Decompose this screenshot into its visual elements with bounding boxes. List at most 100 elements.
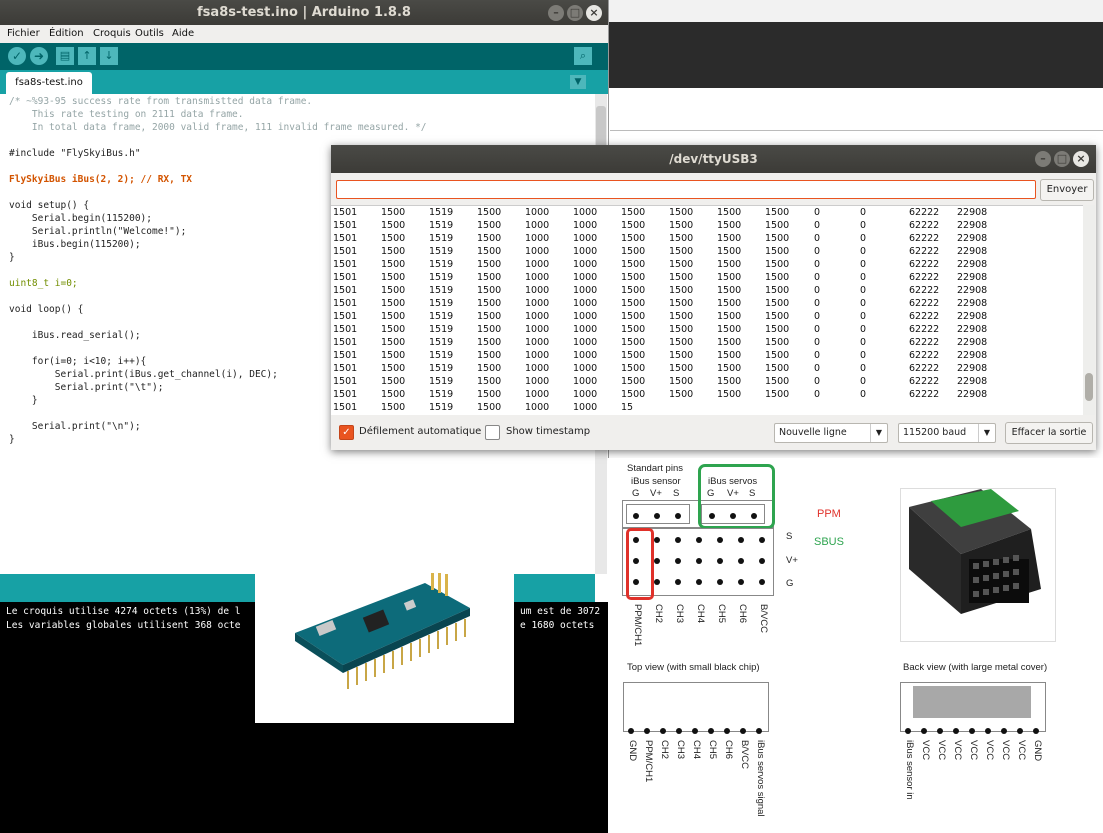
menu-aide[interactable]: Aide	[172, 28, 195, 39]
menu-outils[interactable]: Outils	[135, 28, 164, 39]
ibus-servos-label: iBus servos	[708, 476, 758, 487]
minimize-icon[interactable]: –	[548, 5, 564, 21]
serial-value: 62222	[909, 363, 940, 374]
serial-value: 22908	[957, 337, 988, 348]
close-icon[interactable]: ×	[586, 5, 602, 21]
serial-value: 22908	[957, 259, 988, 270]
serial-value: 1000	[525, 337, 550, 348]
serial-value: 1500	[669, 259, 694, 270]
minimize-icon[interactable]: –	[1035, 151, 1051, 167]
back-view-pin-dot	[953, 728, 959, 734]
serial-value: 1000	[525, 285, 550, 296]
pin-s-label: S	[673, 488, 680, 499]
code-line: /* ~%93-95 success rate from transmistte…	[9, 96, 313, 107]
code-line: }	[9, 252, 15, 263]
send-button[interactable]: Envoyer	[1040, 179, 1094, 201]
close-icon[interactable]: ×	[1073, 151, 1089, 167]
serial-value: 1000	[573, 311, 598, 322]
serial-value: 1500	[669, 363, 694, 374]
verify-icon[interactable]: ✓	[8, 47, 26, 65]
serial-value: 1519	[429, 259, 454, 270]
serial-value: 1500	[477, 220, 502, 231]
pin-dot	[696, 537, 702, 543]
code-line: Serial.print(iBus.get_channel(i), DEC);	[9, 369, 278, 380]
maximize-icon[interactable]: □	[1054, 151, 1070, 167]
serial-value: 22908	[957, 246, 988, 257]
top-view-pin-label: CH6	[723, 740, 734, 760]
serial-titlebar[interactable]	[331, 145, 1096, 173]
serial-value: 1000	[525, 389, 550, 400]
serial-value: 1501	[333, 285, 358, 296]
top-view-pin-dot	[644, 728, 650, 734]
serial-value: 1500	[621, 324, 646, 335]
menu-fichier[interactable]: Fichier	[7, 28, 40, 39]
serial-value: 1500	[717, 337, 742, 348]
back-view-pin-label: VCC	[936, 740, 947, 761]
serial-scrollbar[interactable]	[1083, 205, 1095, 415]
clear-output-button[interactable]: Effacer la sortie	[1005, 422, 1093, 444]
serial-value: 62222	[909, 272, 940, 283]
open-file-icon[interactable]: ↑	[78, 47, 96, 65]
serial-value: 1500	[669, 220, 694, 231]
serial-value: 1000	[573, 350, 598, 361]
serial-value: 1000	[573, 376, 598, 387]
pin-dot	[654, 558, 660, 564]
serial-value: 1500	[621, 207, 646, 218]
timestamp-checkbox[interactable]	[485, 425, 500, 440]
upload-icon[interactable]: ➜	[30, 47, 48, 65]
back-view-pin-label: VCC	[1000, 740, 1011, 761]
serial-value: 1500	[669, 207, 694, 218]
line-ending-select[interactable]: Nouvelle ligne ▼	[774, 423, 888, 443]
ide-titlebar[interactable]	[0, 0, 608, 25]
serial-value: 0	[860, 363, 867, 374]
serial-value: 1500	[621, 233, 646, 244]
pin-dot	[633, 537, 639, 543]
serial-output[interactable]	[331, 205, 1083, 416]
new-file-icon[interactable]: ▤	[56, 47, 74, 65]
serial-value: 22908	[957, 272, 988, 283]
serial-scrollbar-thumb[interactable]	[1085, 373, 1093, 401]
receiver-photo	[900, 488, 1056, 642]
channel-label: CH2	[653, 604, 664, 624]
serial-value: 1500	[669, 246, 694, 257]
pin-dot	[654, 537, 660, 543]
serial-send-input[interactable]	[336, 180, 1036, 199]
code-line: Serial.println("Welcome!");	[9, 226, 187, 237]
serial-value: 1500	[669, 233, 694, 244]
back-view-pin-label: VCC	[984, 740, 995, 761]
autoscroll-checkbox[interactable]: ✓	[339, 425, 354, 440]
serial-value: 1501	[333, 259, 358, 270]
serial-value: 1500	[717, 207, 742, 218]
serial-value: 1500	[765, 324, 790, 335]
serial-value: 1519	[429, 298, 454, 309]
ide-window-title: fsa8s-test.ino | Arduino 1.8.8	[197, 5, 411, 20]
pin-dot	[717, 558, 723, 564]
serial-value: 1501	[333, 337, 358, 348]
pin-dot	[633, 558, 639, 564]
serial-value: 1501	[333, 324, 358, 335]
serial-monitor-icon[interactable]: ⌕	[574, 47, 592, 65]
serial-value: 1500	[477, 285, 502, 296]
serial-value: 62222	[909, 259, 940, 270]
tab-fsa8s-test[interactable]: fsa8s-test.ino	[6, 72, 92, 94]
chevron-down-icon: ▼	[870, 424, 887, 442]
tab-menu-chevron-down-icon[interactable]: ▼	[570, 75, 586, 89]
code-line: for(i=0; i<10; i++){	[9, 356, 147, 367]
menu-croquis[interactable]: Croquis	[93, 28, 131, 39]
serial-value: 0	[814, 285, 821, 296]
menu-edition[interactable]: Édition	[49, 28, 84, 39]
serial-value: 1500	[381, 350, 406, 361]
serial-value: 62222	[909, 324, 940, 335]
serial-value: 0	[860, 207, 867, 218]
save-file-icon[interactable]: ↓	[100, 47, 118, 65]
serial-value: 1500	[669, 324, 694, 335]
serial-value: 1000	[573, 402, 598, 413]
top-view-pin-dot	[628, 728, 634, 734]
serial-value: 1000	[525, 324, 550, 335]
maximize-icon[interactable]: □	[567, 5, 583, 21]
pin-dot	[675, 579, 681, 585]
serial-value: 1000	[573, 285, 598, 296]
baud-select[interactable]: 115200 baud ▼	[898, 423, 996, 443]
serial-value: 1519	[429, 272, 454, 283]
serial-value: 0	[814, 376, 821, 387]
